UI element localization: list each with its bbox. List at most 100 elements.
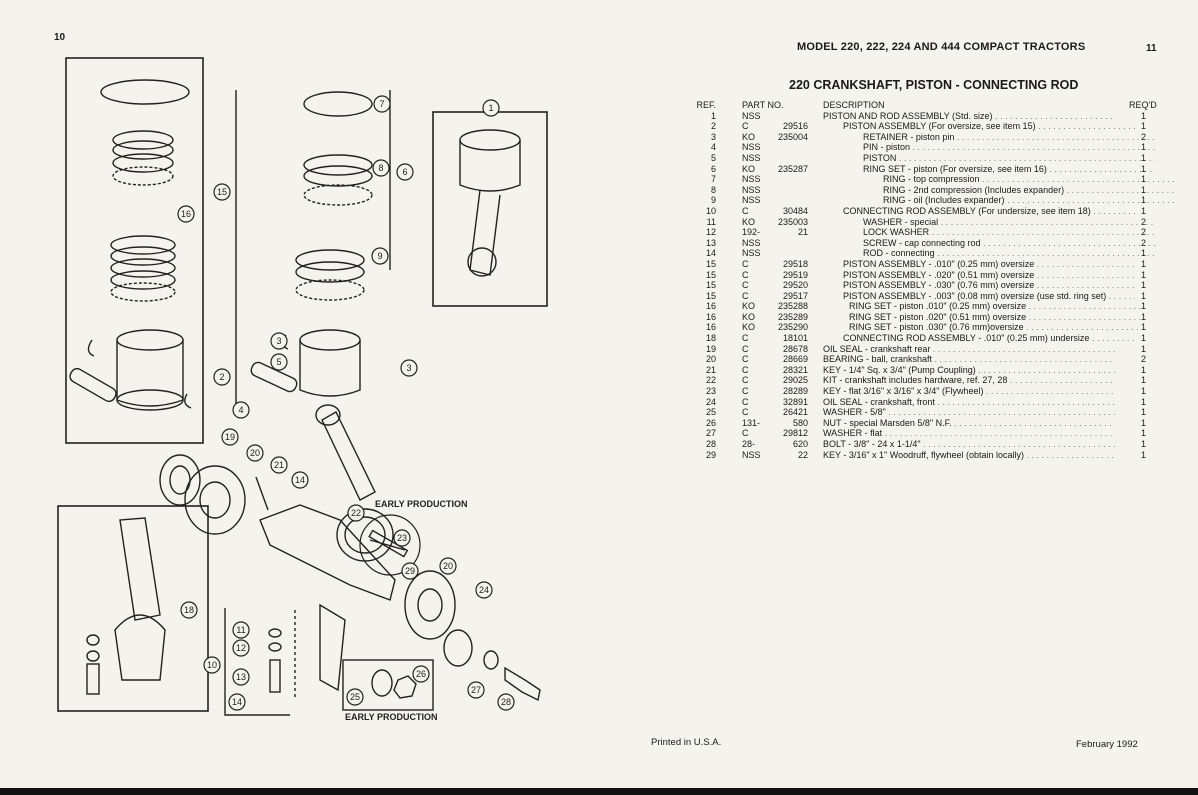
part-number-cell: 32891 [782,396,808,407]
qty-cell: 1 [1140,280,1146,291]
qty-cell: 1 [1140,311,1146,322]
qty-cell: 1 [1140,301,1146,312]
description-cell: RING SET - piston .020" (0.51 mm) oversi… [823,312,1141,323]
callout-29: 29 [401,562,419,580]
qty-cell: 1 [1140,121,1146,132]
ref-cell: 5 [710,152,716,163]
callout-number: 16 [181,209,191,219]
ref-cell: 11 [706,216,716,227]
callout-number: 29 [405,566,415,576]
qty-cell: 1 [1140,195,1146,206]
part-prefix-cell: NSS [742,110,761,121]
callout-3: 3 [270,332,288,350]
description-cell: WASHER - flat [823,428,1115,439]
part-prefix-cell: C [742,269,749,280]
part-prefix-cell: C [742,364,749,375]
callout-number: 20 [443,561,453,571]
part-number-cell: 28678 [782,343,808,354]
description-cell: RING - 2nd compression (Includes expande… [823,185,1175,196]
early-production-box-bottom [342,659,434,711]
ref-cell: 25 [705,407,716,418]
callout-23: 23 [393,529,411,547]
ref-cell: 2 [710,121,716,132]
callout-12: 12 [232,639,250,657]
callout-4: 4 [232,401,250,419]
part-number-cell: 235289 [777,311,808,322]
description-cell: KEY - 3/16" x 1" Woodruff, flywheel (obt… [823,450,1115,461]
piston-rod-assembly-box [432,111,548,307]
part-prefix-cell: C [742,280,749,291]
part-prefix-cell: KO [742,301,756,312]
part-number-cell: 620 [792,439,808,449]
ref-cell: 15 [705,280,716,291]
description-cell: KEY - flat 3/16" x 3/16" x 3/4" (Flywhee… [823,386,1115,397]
table-row: 5NSSPISTON1 [692,153,1148,164]
callout-number: 1 [488,103,493,113]
description-cell: RETAINER - piston pin [823,132,1155,143]
part-number-cell: 18101 [782,333,808,344]
qty-cell: 1 [1140,142,1146,153]
description-cell: BEARING - ball, crankshaft [823,354,1115,365]
ref-cell: 3 [710,131,716,142]
description-cell: PISTON ASSEMBLY (For oversize, see item … [823,121,1135,132]
part-prefix-cell: KO [742,322,756,333]
ref-cell: 15 [705,258,716,269]
part-prefix-cell: NSS [742,152,761,163]
ref-cell: 15 [705,269,716,280]
qty-cell: 1 [1140,375,1146,386]
description-cell: RING SET - piston .010" (0.25 mm) oversi… [823,301,1141,312]
description-cell: PIN - piston [823,142,1155,153]
ref-cell: 20 [705,354,716,365]
ref-cell: 28 [705,439,716,449]
callout-number: 10 [207,660,217,670]
description-cell: RING - top compression [823,174,1175,185]
description-cell: ROD - connecting [823,248,1155,259]
qty-cell: 1 [1140,322,1146,333]
part-number-cell: 26421 [782,407,808,418]
part-number-cell: 28321 [782,364,808,375]
part-prefix-cell: NSS [742,184,761,195]
callout-number: 7 [379,99,384,109]
part-prefix-cell: KO [742,216,756,227]
header-reqd: REQ'D [1129,100,1157,110]
callout-22: 22 [347,504,365,522]
ref-cell: 22 [705,375,716,386]
qty-cell: 1 [1140,163,1146,174]
callout-number: 11 [236,625,245,635]
description-cell: RING - oil (Includes expander) [823,195,1175,206]
parts-table-header: REF. PART NO. DESCRIPTION REQ'D [692,100,1156,111]
ref-cell: 7 [710,174,716,185]
callout-1: 1 [482,99,500,117]
callout-number: 25 [350,692,360,702]
description-cell: WASHER - special [823,217,1155,228]
qty-cell: 1 [1140,396,1146,407]
part-prefix-cell: KO [742,163,756,174]
part-prefix-cell: KO [742,131,756,142]
qty-cell: 1 [1140,333,1146,344]
part-number-cell: 29516 [782,121,808,132]
part-prefix-cell: KO [742,311,756,322]
part-number-cell: 29518 [782,258,808,269]
callout-16: 16 [177,205,195,223]
part-prefix-cell: C [742,386,749,397]
description-cell: RING SET - piston (For oversize, see ite… [823,164,1155,175]
description-cell: PISTON AND ROD ASSEMBLY (Std. size) [823,111,1115,122]
description-cell: OIL SEAL - crankshaft rear [823,344,1115,355]
part-prefix-cell: C [742,258,749,269]
part-number-cell: 29812 [782,428,808,439]
ref-cell: 15 [705,290,716,301]
qty-cell: 2 [1140,354,1146,365]
callout-13: 13 [232,668,250,686]
callout-3: 3 [400,359,418,377]
callout-28: 28 [497,693,515,711]
